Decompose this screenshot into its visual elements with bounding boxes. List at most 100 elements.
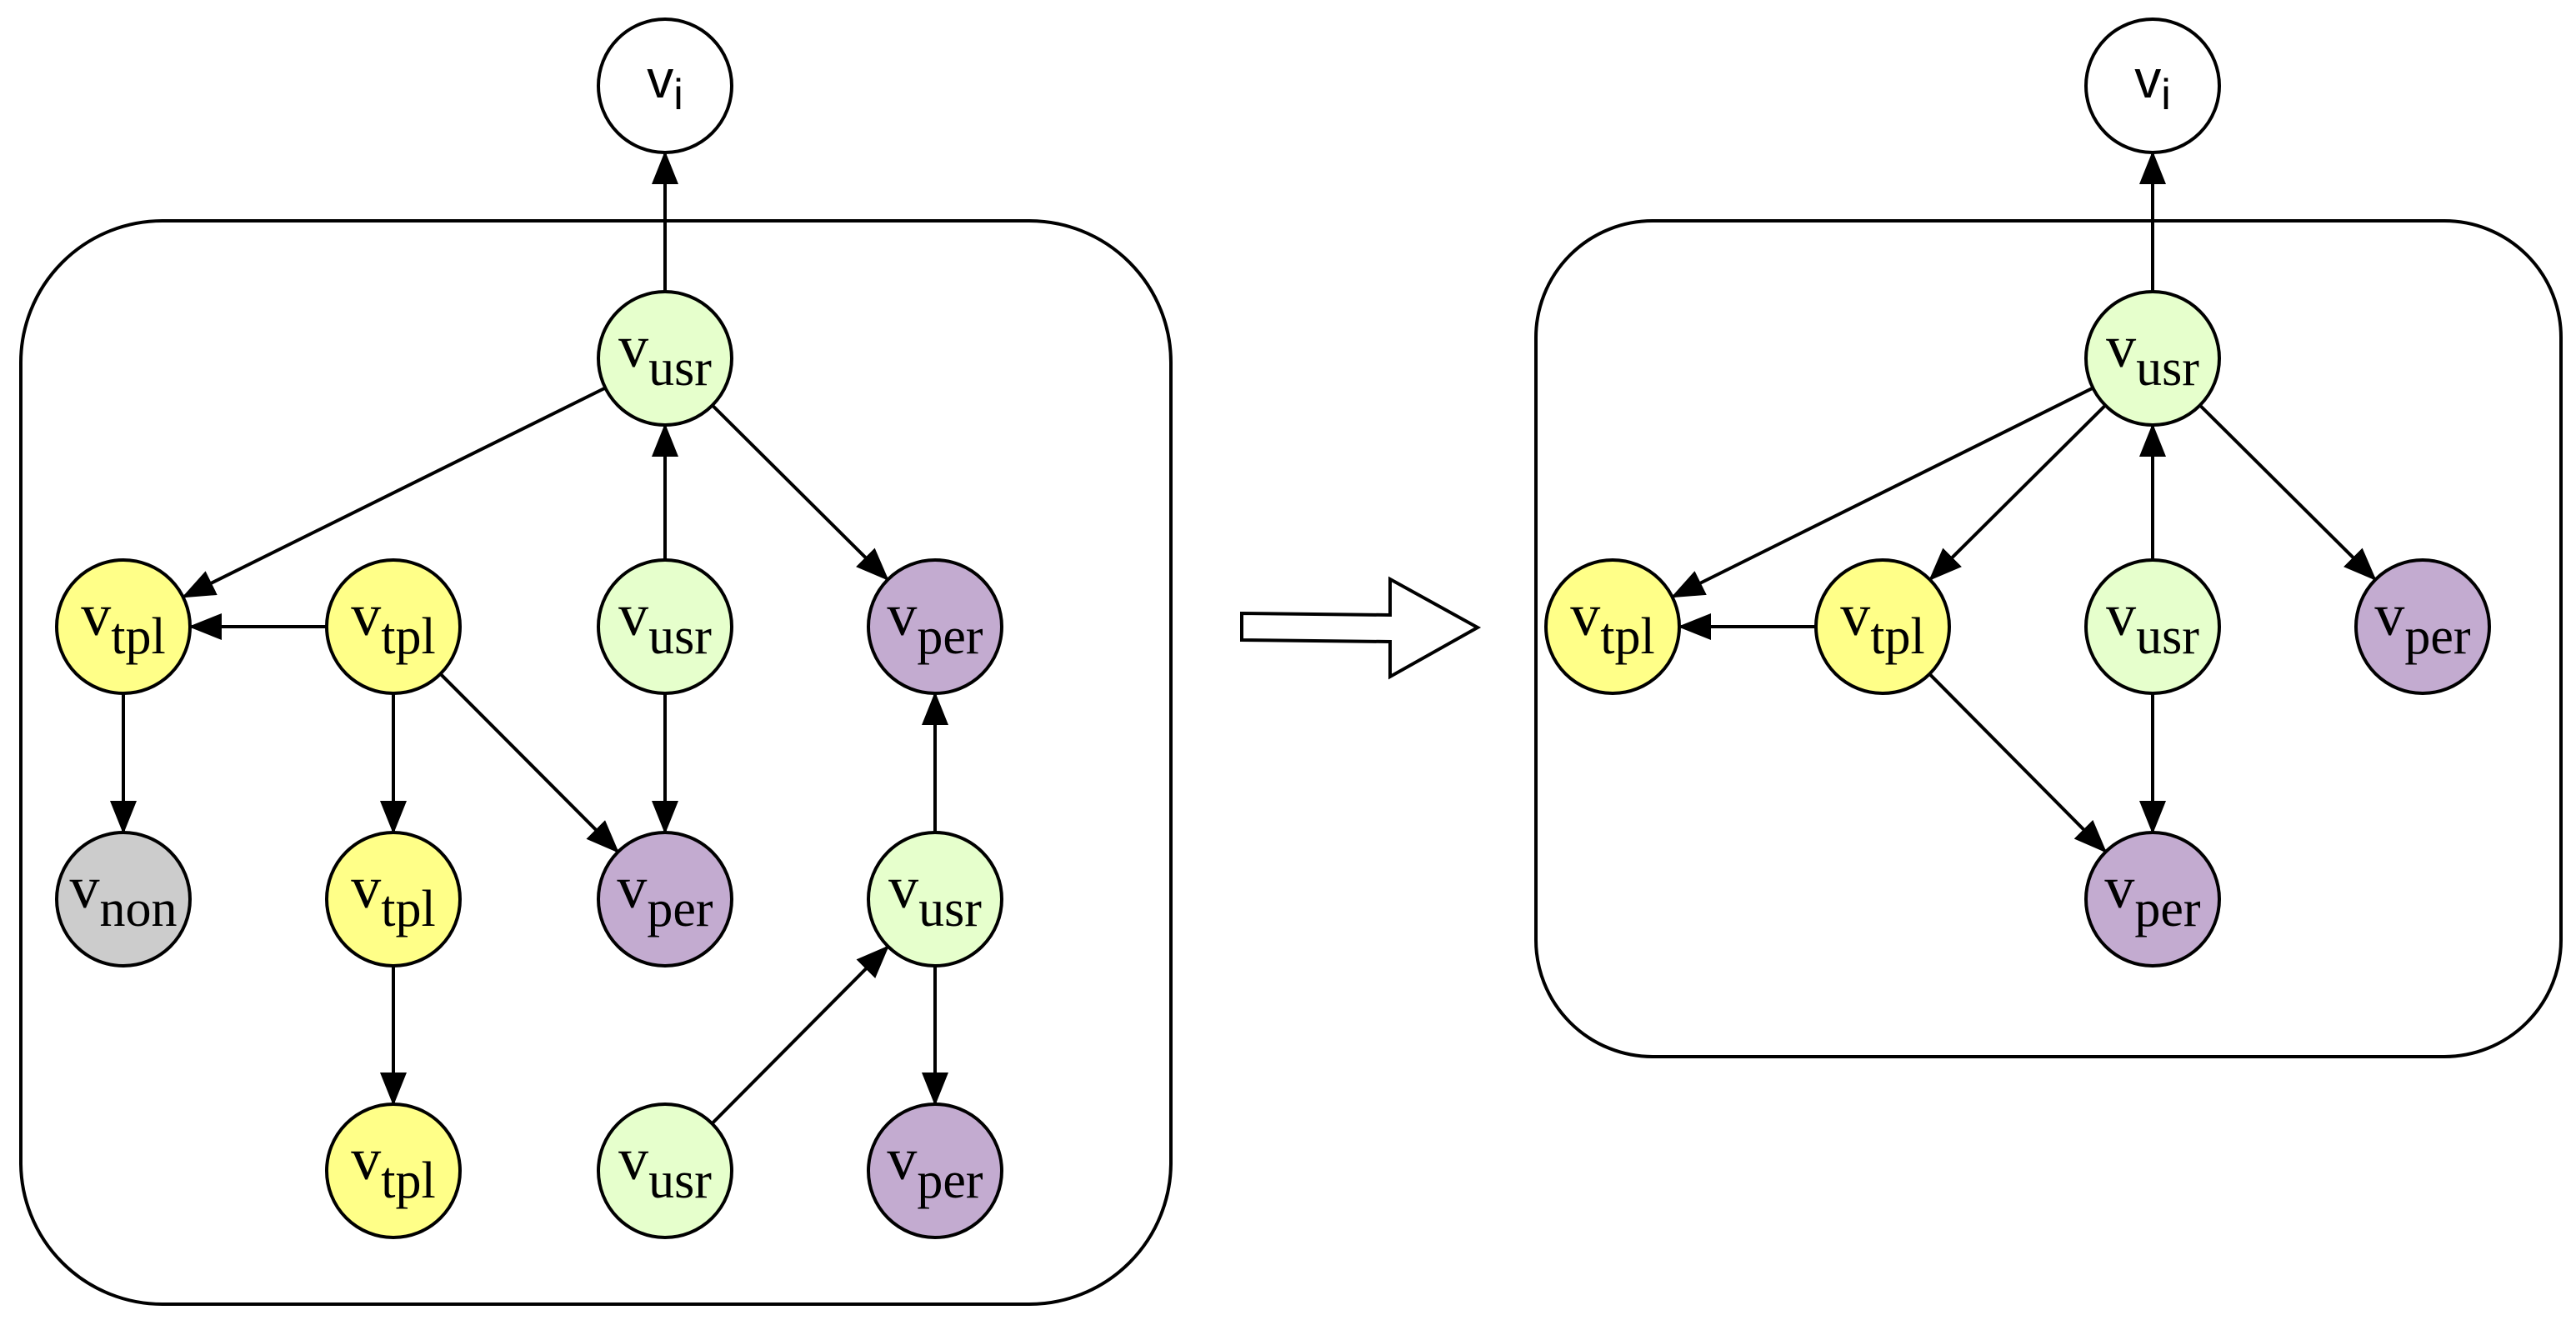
node-label-base: v [647,49,673,109]
node-label-sub: tpl [381,608,435,665]
node-label: vtpl [351,854,435,938]
node-per: vper [2354,558,2491,695]
node-usr: vusr [597,1102,733,1239]
node-label-base: v [618,1126,648,1192]
node-label-base: v [617,854,647,921]
node-label: vper [2104,854,2201,938]
node-label: vtpl [351,582,435,665]
node-label: vusr [2106,582,2199,665]
node-label: vtpl [1570,582,1654,665]
node-label-base: v [1840,582,1870,648]
node-circle-usr [2084,558,2221,695]
node-circle-per [2354,558,2491,695]
left-graph-frame [19,219,1173,1306]
node-label-sub: non [100,881,178,938]
node-label-sub: per [647,881,713,938]
node-label-sub: per [2404,608,2471,665]
node-label: vtpl [1840,582,1924,665]
transformation-arrow [1240,576,1482,680]
node-label-sub: usr [648,1152,712,1209]
node-label-sub: usr [648,340,712,397]
edge-tpl_b-to-per_mid [439,672,619,853]
node-label-sub: usr [2136,608,2199,665]
node-circle-usr [597,1102,733,1239]
node-label-base: v [2106,582,2136,648]
node-label-sub: usr [648,608,712,665]
node-label: vi [2134,49,2171,119]
node-usr: vusr [597,290,733,427]
node-label-sub: per [2134,881,2201,938]
node-label-sub: i [673,71,683,119]
node-per: vper [867,558,1003,695]
node-label: vusr [2106,313,2199,397]
node-label: vnon [70,854,178,938]
node-label-base: v [618,582,648,648]
node-circle-per [867,1102,1003,1239]
right-graph-frame [1534,219,2563,1058]
node-label-base: v [70,854,100,921]
node-circle-tpl [1544,558,1681,695]
edge-usr_top-to-per_right [711,403,889,582]
node-label-sub: per [917,608,983,665]
node-label-sub: usr [918,881,982,938]
node-label: vusr [618,313,712,397]
node-circle-top [597,18,733,154]
edge-usr_top-to-tpl_a [181,386,607,598]
node-label-base: v [351,854,381,921]
node-usr: vusr [2084,558,2221,695]
node-label-base: v [2104,854,2134,921]
right-graph-edges [1670,151,2377,853]
node-label: vusr [618,582,712,665]
node-circle-per [2084,831,2221,968]
node-circle-tpl [325,831,462,968]
node-usr: vusr [597,558,733,695]
node-circle-tpl [325,1102,462,1239]
node-circle-usr [597,290,733,427]
node-label-base: v [2374,582,2404,648]
left-graph-edges [110,151,948,1125]
node-tpl: vtpl [325,1102,462,1239]
node-label-base: v [2134,49,2161,109]
node-label-base: v [887,582,917,648]
node-non: vnon [55,831,192,968]
edge-usr_top-to-tpl_a [1670,386,2094,598]
node-per: vper [2084,831,2221,968]
node-label-base: v [618,313,648,380]
node-tpl: vtpl [325,831,462,968]
node-label-base: v [1570,582,1600,648]
edge-usr_bottom-to-usr_right [710,945,890,1125]
node-circle-tpl [55,558,192,695]
node-circle-usr [2084,290,2221,427]
node-label: vusr [618,1126,712,1209]
node-i: vi [597,18,733,154]
node-label-sub: tpl [381,1152,435,1209]
node-label: vi [647,49,683,119]
node-label: vtpl [351,1126,435,1209]
node-label-base: v [888,854,918,921]
node-label: vusr [888,854,982,938]
node-label: vper [617,854,713,938]
node-per: vper [597,831,733,968]
node-tpl: vtpl [55,558,192,695]
node-label-base: v [351,582,381,648]
node-label-sub: usr [2136,340,2199,397]
node-label-base: v [351,1126,381,1192]
node-tpl: vtpl [325,558,462,695]
node-label-sub: per [917,1152,983,1209]
node-label-sub: tpl [1870,608,1924,665]
node-label-sub: tpl [111,608,165,665]
node-label-base: v [887,1126,917,1192]
node-per: vper [867,1102,1003,1239]
node-circle-per [597,831,733,968]
node-label-sub: i [2161,71,2171,119]
node-circle-non [55,831,192,968]
node-i: vi [2084,18,2221,154]
node-tpl: vtpl [1814,558,1951,695]
node-circle-usr [867,831,1003,968]
node-usr: vusr [867,831,1003,968]
